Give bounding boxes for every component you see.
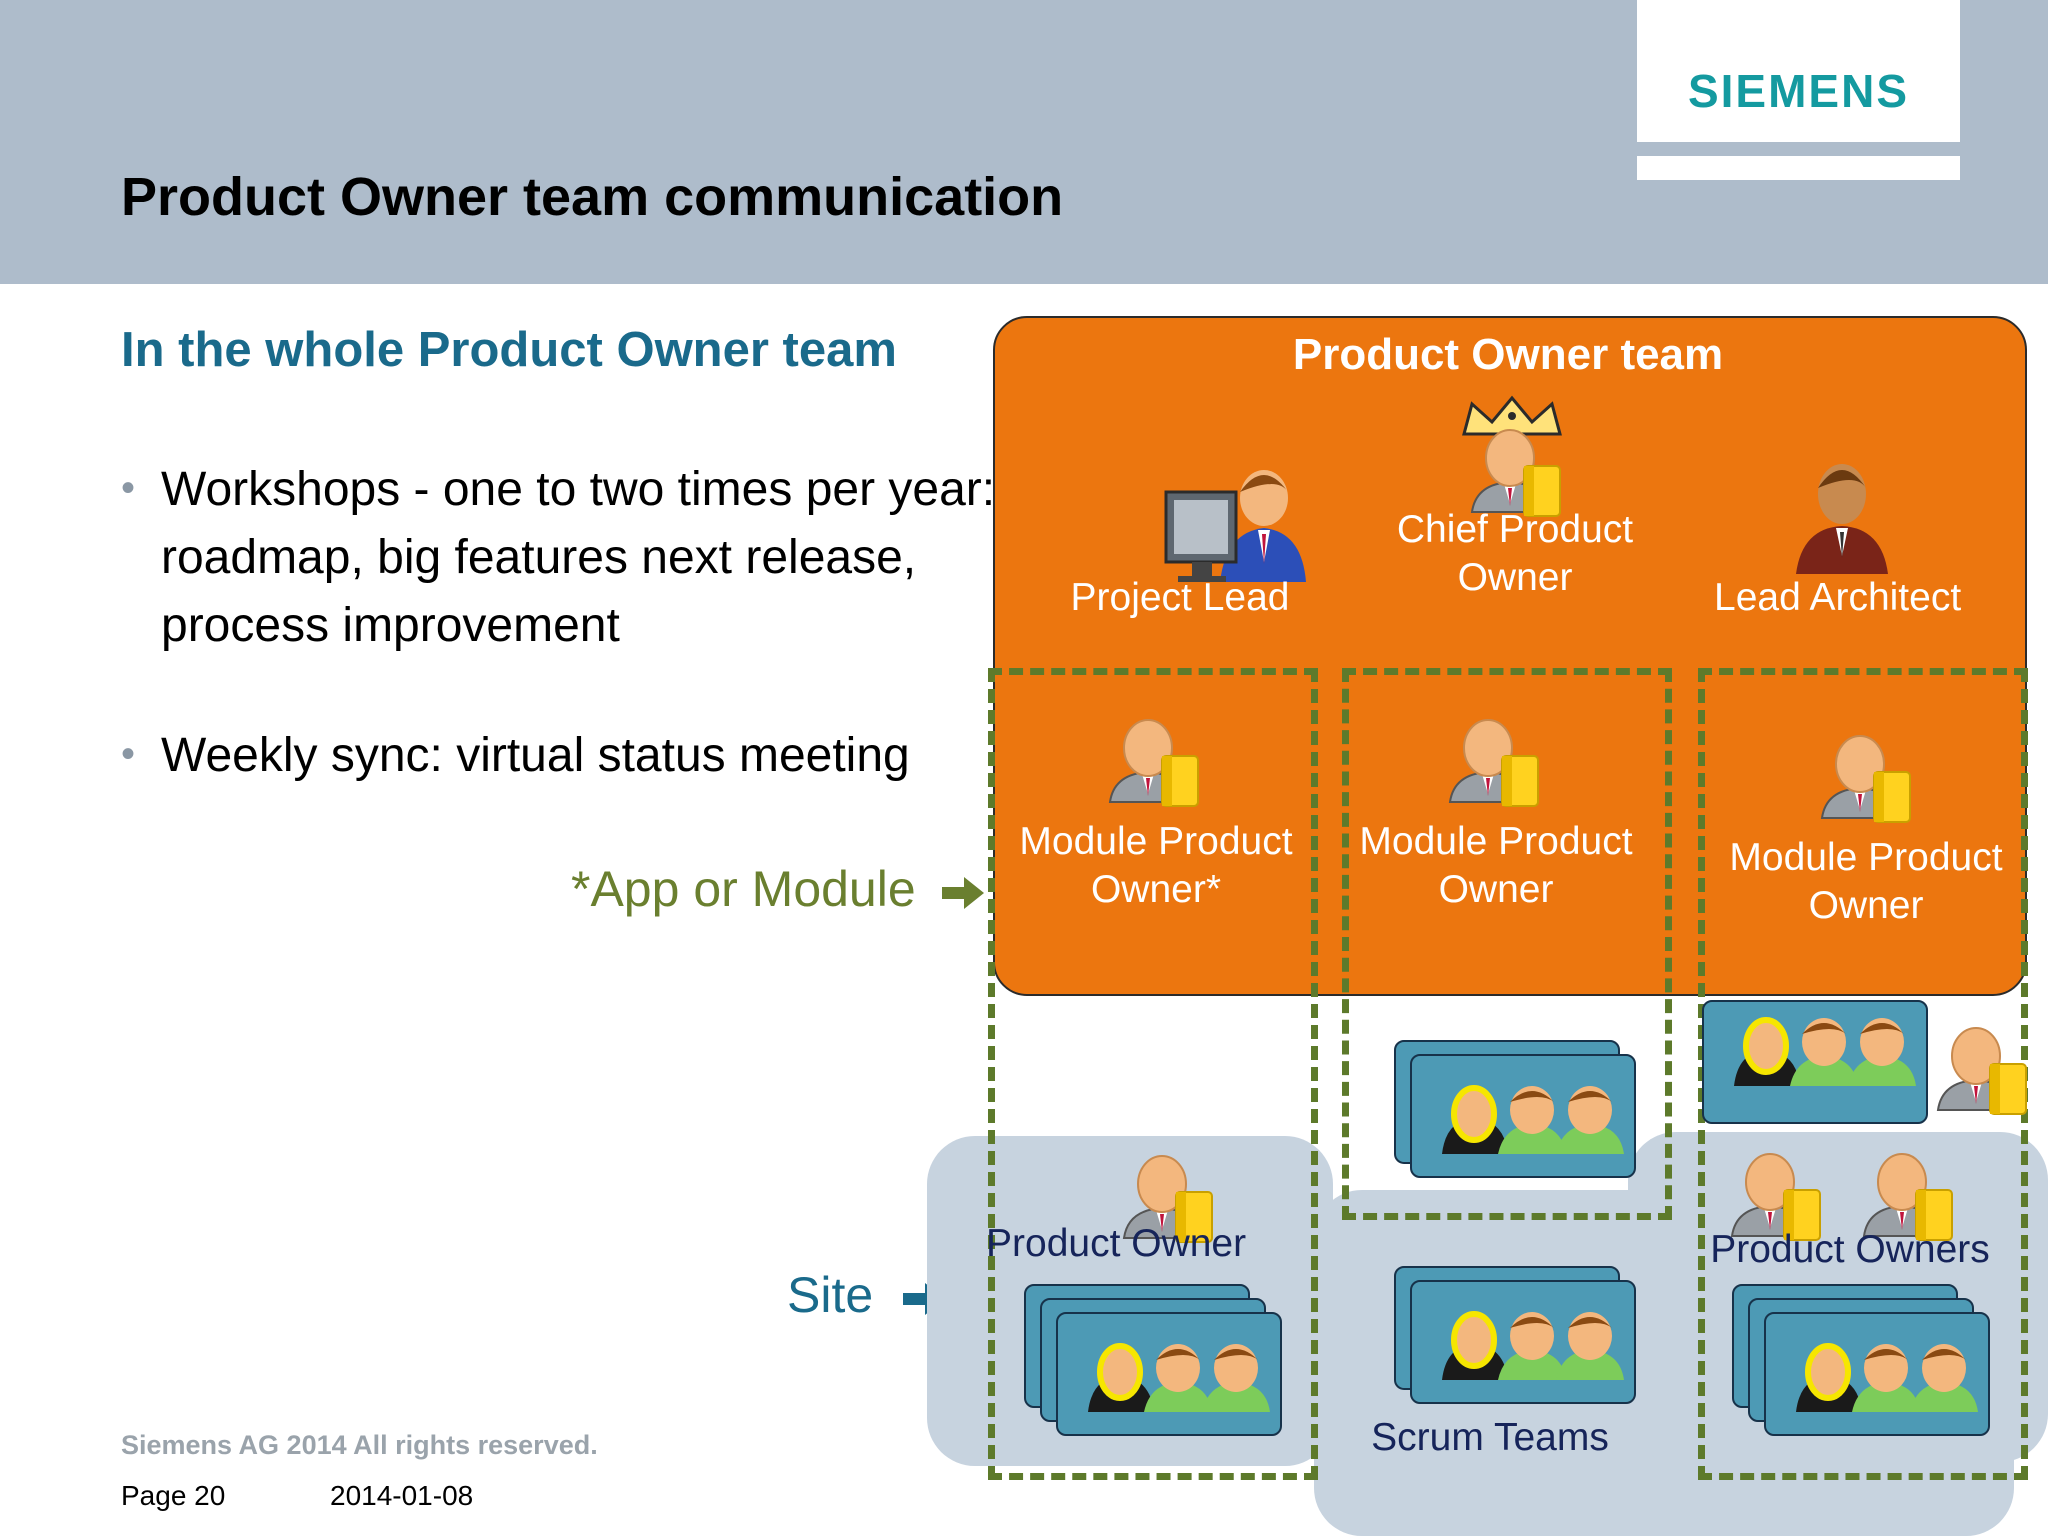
- product-owner-label: Product Owner: [986, 1222, 1247, 1265]
- annotation-label: Site: [787, 1267, 874, 1323]
- scrum-team-card: [1410, 1280, 1636, 1404]
- project-lead-icon: [1164, 470, 1306, 582]
- scrum-teams-label: Scrum Teams: [1371, 1416, 1609, 1459]
- module-dashed-box-2: [1342, 668, 1672, 1220]
- team-members-icon: [1412, 1302, 1632, 1402]
- product-owner-icon: [1937, 1027, 2027, 1115]
- bullet-text: Weekly sync: virtual status meeting: [161, 729, 910, 782]
- site-annotation: Site: [787, 1266, 949, 1324]
- logo-box: [1637, 0, 1960, 142]
- slide-title: Product Owner team communication: [121, 167, 1064, 227]
- product-owners-label: Product Owners: [1710, 1228, 1990, 1271]
- annotation-label: *App or Module: [571, 861, 916, 917]
- scrum-team-card: [1702, 1000, 1928, 1124]
- product-owner-team-title: Product Owner team: [1292, 330, 1724, 379]
- lead-architect-icon: [1796, 464, 1888, 574]
- bullet-dot: •: [121, 466, 136, 510]
- app-or-module-annotation: *App or Module: [571, 860, 988, 918]
- copyright-text: Siemens AG 2014 All rights reserved.: [121, 1430, 598, 1460]
- arrow-right-icon: [941, 876, 984, 909]
- module-product-owner-label: Module Product Owner: [1729, 836, 2003, 927]
- logo-strip: [1637, 156, 1960, 180]
- chief-product-owner-icon: [1462, 395, 1562, 517]
- scrum-team-card: [1410, 1054, 1636, 1178]
- page-number: Page 20: [121, 1480, 226, 1511]
- footer-date: 2014-01-08: [330, 1480, 474, 1511]
- lead-architect-label: Lead Architect: [1714, 576, 1962, 619]
- scrum-team-card: [1056, 1312, 1282, 1436]
- team-members-icon: [1058, 1334, 1278, 1434]
- team-members-icon: [1412, 1076, 1632, 1176]
- module-product-owner-label: Module Product Owner*: [1019, 820, 1293, 911]
- module-dashed-box-1: [988, 668, 1318, 1480]
- bullet-dot: •: [121, 732, 136, 776]
- chief-product-owner-label: Chief Product Owner: [1396, 508, 1634, 599]
- team-members-icon: [1704, 1008, 1924, 1108]
- bullet-text: Workshops - one to two times per year: r…: [161, 463, 996, 652]
- module-product-owner-label: Module Product Owner: [1359, 820, 1633, 911]
- team-members-icon: [1766, 1334, 1986, 1434]
- section-subtitle: In the whole Product Owner team: [121, 323, 897, 377]
- scrum-team-card: [1764, 1312, 1990, 1436]
- project-lead-label: Project Lead: [1070, 576, 1290, 619]
- siemens-logo: SIEMENS: [1687, 65, 1910, 117]
